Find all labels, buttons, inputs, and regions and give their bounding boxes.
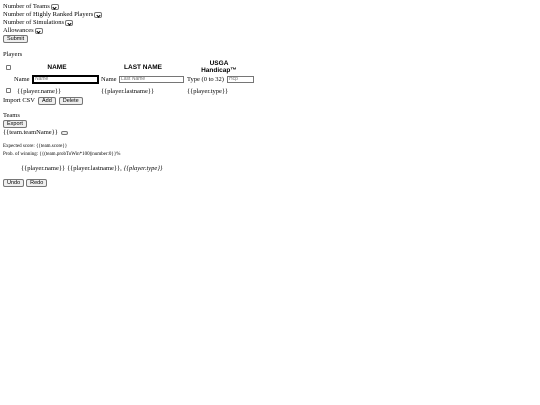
team-player-line: {{player.name}} {{player.lastname}}, {{p…: [21, 165, 163, 173]
name-column-header: NAME: [47, 64, 67, 71]
player-type-cell: {{player.type}}: [187, 88, 229, 95]
player-lastname-cell: {{player.lastname}}: [101, 88, 155, 95]
add-button[interactable]: Add: [37, 97, 56, 105]
allowances-label: Allowances: [3, 27, 34, 35]
team-player-type: {{player.type}}: [123, 165, 163, 172]
ranked-label: Number of Highly Ranked Players: [3, 11, 94, 19]
import-csv-label[interactable]: Import CSV: [3, 97, 35, 105]
allowances-select[interactable]: [34, 28, 43, 34]
lastname-column-header: LAST NAME: [124, 64, 162, 71]
handicap-input[interactable]: Hcp: [227, 76, 254, 83]
export-button[interactable]: Export: [3, 120, 27, 128]
sims-select[interactable]: [65, 20, 74, 26]
ranked-setting: Number of Highly Ranked Players: [3, 11, 537, 19]
players-actions: Import CSV Add Delete: [3, 97, 83, 105]
type-field-label: Type (0 to 32): [187, 76, 224, 83]
player-row-checkbox[interactable]: [6, 88, 11, 96]
last-name-field-label: Name: [101, 76, 117, 83]
delete-button[interactable]: Delete: [58, 97, 83, 105]
submit-button[interactable]: Submit: [3, 35, 29, 43]
players-heading: Players: [3, 51, 23, 58]
prob-of-winning: Prob. of winning: {{(team.probToWin*100)…: [3, 152, 121, 157]
team-player-lastname: {{player.lastname}},: [67, 165, 122, 172]
usga-header-line1: USGA: [209, 60, 229, 67]
allowances-setting: Allowances: [3, 27, 537, 35]
usga-header-line2: Handicap™: [201, 67, 237, 74]
app-root: Number of Teams Number of Highly Ranked …: [3, 3, 537, 187]
teams-select[interactable]: [50, 4, 59, 10]
history-controls: Undo Redo: [3, 179, 48, 187]
export-row: Export: [3, 120, 27, 128]
sims-label: Number of Simulations: [3, 19, 65, 27]
teams-setting: Number of Teams: [3, 3, 537, 11]
team-player-name: {{player.name}}: [21, 165, 66, 172]
redo-button[interactable]: Redo: [26, 179, 48, 187]
expected-score: Expected score: {{team.score}}: [3, 144, 68, 149]
teams-heading: Teams: [3, 112, 20, 119]
teams-label: Number of Teams: [3, 3, 50, 11]
ranked-select[interactable]: [94, 12, 103, 18]
team-name: {{team.teamName}}: [3, 129, 58, 136]
submit-row: Submit: [3, 35, 537, 43]
select-all-checkbox[interactable]: [6, 65, 11, 73]
name-input[interactable]: Name: [32, 75, 99, 84]
player-name-cell: {{player.name}}: [17, 88, 62, 95]
name-field-label: Name: [14, 76, 30, 83]
team-collapse-button[interactable]: [60, 130, 68, 135]
sims-setting: Number of Simulations: [3, 19, 537, 27]
team-name-row: {{team.teamName}}: [3, 129, 68, 137]
last-name-input[interactable]: Last Name: [119, 76, 184, 83]
undo-button[interactable]: Undo: [3, 179, 25, 187]
